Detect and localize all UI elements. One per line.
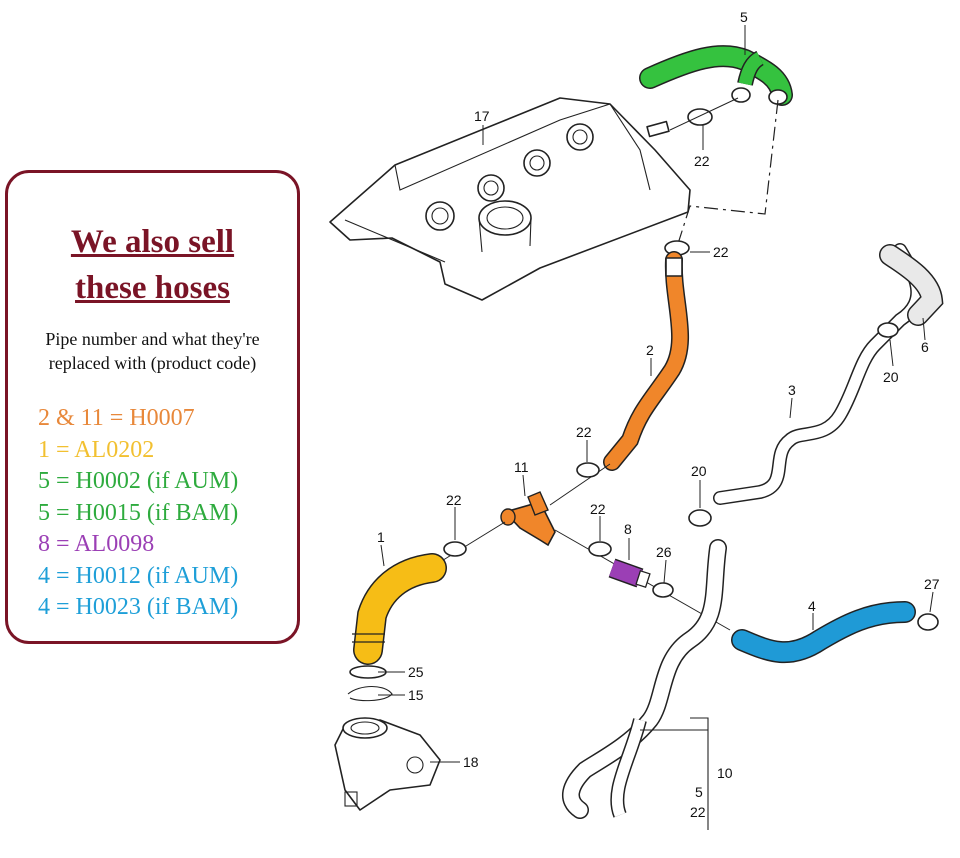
axis-line-2-11 — [549, 463, 611, 506]
label-18: 18 — [463, 754, 479, 770]
label-5-bottom: 5 — [695, 784, 703, 800]
product-code-item: 5 = H0002 (if AUM) — [38, 468, 239, 494]
label-1: 1 — [377, 529, 385, 545]
label-22-b: 22 — [713, 244, 729, 260]
clamp-22-top — [669, 97, 739, 131]
clamp-22-left — [443, 541, 467, 557]
bracket-10 — [690, 717, 709, 830]
hose-sales-panel: We also sell these hoses Pipe number and… — [5, 170, 300, 644]
hose-8-purple — [608, 558, 651, 589]
hose-1-yellow — [352, 553, 447, 665]
hose-5-green — [639, 45, 793, 106]
label-6: 6 — [921, 339, 929, 355]
label-11: 11 — [514, 459, 529, 475]
panel-title-line1: We also sell — [70, 224, 235, 260]
hose-10 — [562, 539, 727, 819]
label-15: 15 — [408, 687, 424, 703]
housing-18 — [334, 717, 441, 811]
panel-subtitle: Pipe number and what they're replaced wi… — [45, 329, 260, 373]
connection-line-5-2 — [675, 99, 779, 251]
clamp-20-lower — [688, 509, 712, 527]
label-22-a: 22 — [694, 153, 710, 169]
label-17: 17 — [474, 108, 490, 124]
clamp-20-upper — [877, 322, 899, 338]
hose-5-fill — [640, 46, 792, 105]
product-code-item: 4 = H0023 (if BAM) — [38, 594, 239, 620]
product-code-list: 2 & 11 = H0007 1 = AL0202 5 = H0002 (if … — [38, 403, 297, 624]
label-22-c: 22 — [576, 424, 592, 440]
label-20-b: 20 — [691, 463, 707, 479]
label-5-top: 5 — [740, 9, 748, 25]
label-22-e: 22 — [590, 501, 606, 517]
label-25: 25 — [408, 664, 424, 680]
clamp-26 — [652, 582, 674, 598]
label-10: 10 — [717, 765, 733, 781]
panel-title-line2: these hoses — [75, 270, 230, 306]
label-26: 26 — [656, 544, 672, 560]
product-code-item: 2 & 11 = H0007 — [38, 405, 195, 431]
product-code-item: 5 = H0015 (if BAM) — [38, 499, 239, 526]
label-22-f: 22 — [690, 804, 706, 820]
clamp-22-right — [588, 541, 612, 557]
label-27: 27 — [924, 576, 940, 592]
label-8: 8 — [624, 521, 632, 537]
product-code-item: 4 = H0012 (if AUM) — [38, 562, 239, 589]
valve-cover-17 — [329, 97, 691, 301]
label-22-d: 22 — [446, 492, 462, 508]
hose-3 — [713, 243, 925, 505]
hose-2-orange — [603, 251, 690, 471]
panel-title: We also sell these hoses — [8, 219, 297, 311]
hose-6 — [879, 244, 944, 326]
label-4: 4 — [808, 598, 816, 614]
hose-4-blue — [731, 601, 916, 664]
label-3: 3 — [788, 382, 796, 398]
label-2: 2 — [646, 342, 654, 358]
clip-15 — [347, 685, 393, 702]
label-20-a: 20 — [883, 369, 899, 385]
tpiece-11-orange — [500, 491, 556, 547]
clamp-22-mid — [576, 462, 600, 478]
product-code-item: 8 = AL0098 — [38, 531, 155, 557]
product-code-item: 1 = AL0202 — [38, 436, 155, 463]
clamp-27 — [917, 613, 939, 631]
